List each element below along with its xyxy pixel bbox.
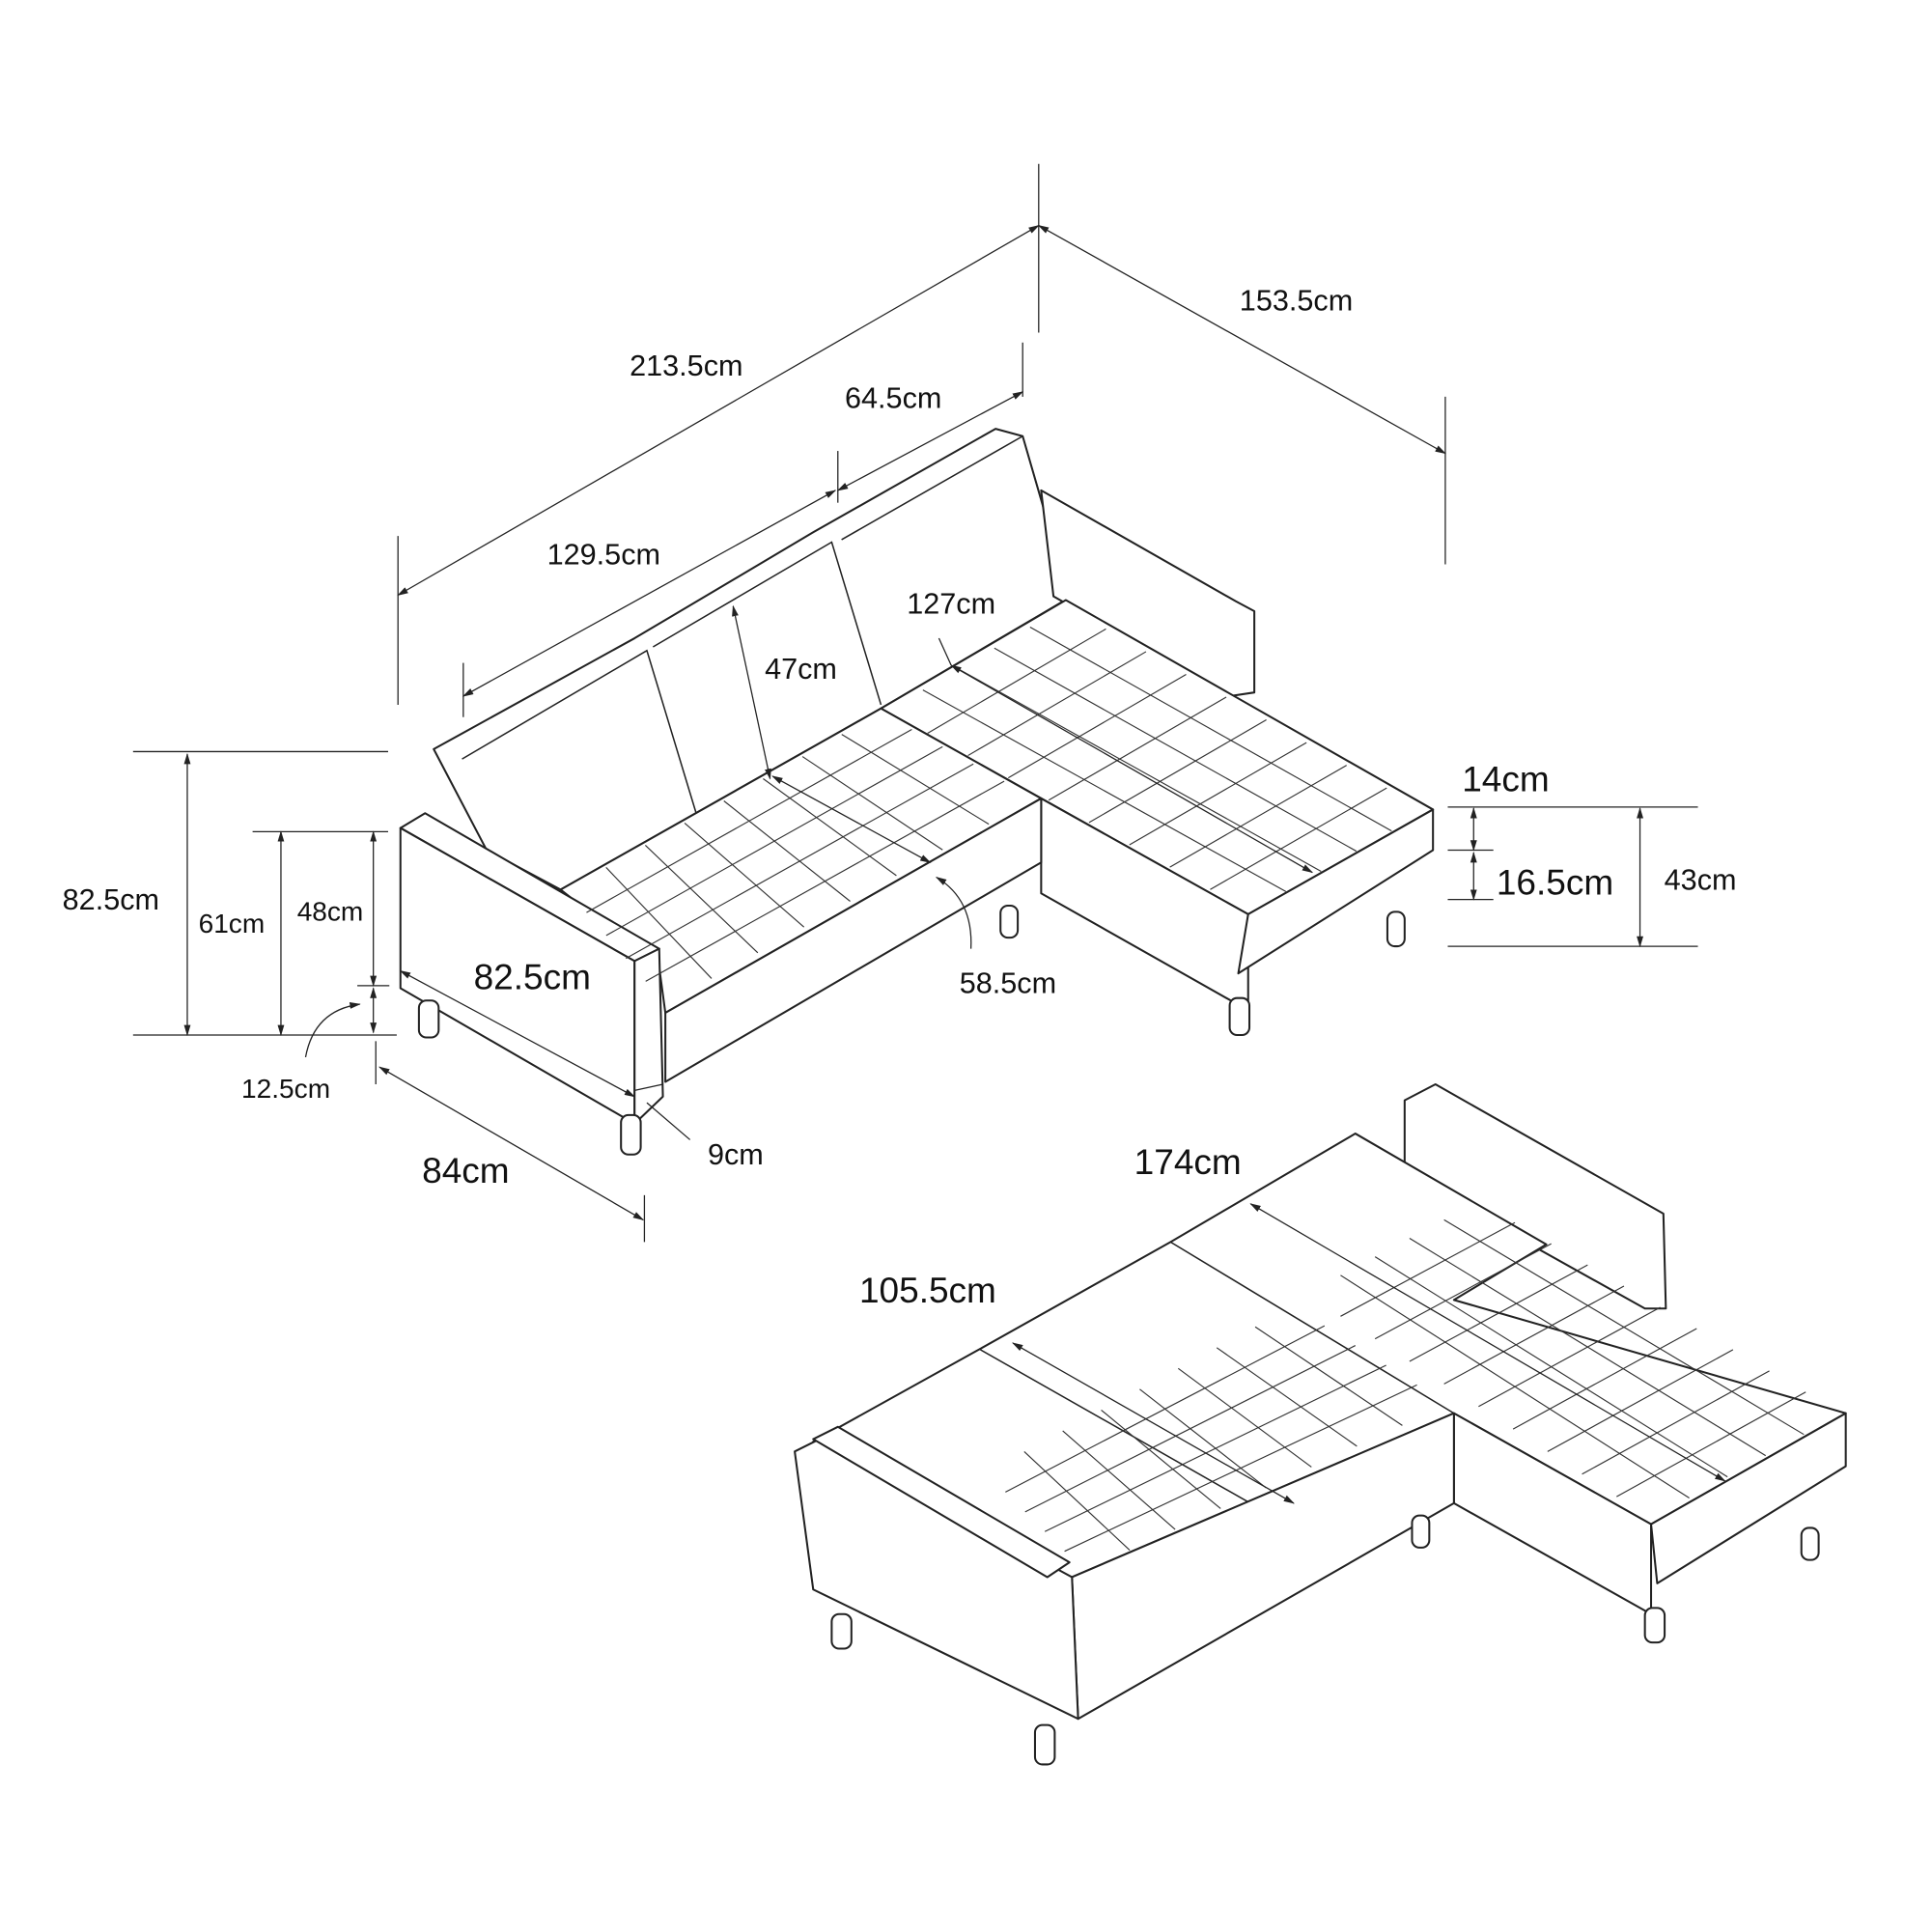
label-chaise-depth-total: 153.5cm bbox=[1240, 285, 1353, 318]
leg bbox=[1228, 996, 1251, 1036]
label-base-height: 16.5cm bbox=[1497, 862, 1613, 902]
label-leg-height: 12.5cm bbox=[241, 1074, 330, 1104]
leg bbox=[620, 1113, 642, 1156]
label-arm-length: 82.5cm bbox=[474, 958, 591, 997]
leg bbox=[1800, 1526, 1820, 1561]
label-seat-depth: 58.5cm bbox=[960, 967, 1056, 1000]
dimension-lines bbox=[132, 163, 1726, 1504]
leg bbox=[830, 1612, 853, 1650]
sofa-bed-drawing bbox=[794, 1082, 1847, 1766]
label-bed-length: 174cm bbox=[1134, 1142, 1242, 1182]
leg bbox=[999, 904, 1020, 939]
label-arm-height: 61cm bbox=[199, 909, 266, 938]
label-back-height: 47cm bbox=[765, 653, 837, 686]
label-chaise-width: 64.5cm bbox=[845, 381, 941, 414]
label-overall-depth: 84cm bbox=[422, 1151, 509, 1190]
label-seat-floor-height: 48cm bbox=[297, 896, 364, 926]
leg bbox=[1411, 1514, 1431, 1549]
leg bbox=[1386, 910, 1406, 948]
dimension-labels: 213.5cm 153.5cm 64.5cm 129.5cm 127cm 47c… bbox=[63, 285, 1737, 1310]
label-total-width: 213.5cm bbox=[630, 350, 742, 382]
label-arm-width: 9cm bbox=[708, 1138, 764, 1171]
leg bbox=[1033, 1723, 1056, 1766]
label-overall-height: 82.5cm bbox=[63, 883, 159, 916]
leg bbox=[417, 999, 440, 1039]
label-chaise-seat-length: 127cm bbox=[907, 588, 995, 621]
label-cushion-thickness: 14cm bbox=[1462, 759, 1549, 798]
label-sofa-inner-width: 129.5cm bbox=[547, 538, 660, 571]
label-bed-width: 105.5cm bbox=[859, 1271, 996, 1310]
leg bbox=[1643, 1607, 1666, 1644]
label-seat-height: 43cm bbox=[1665, 863, 1737, 896]
